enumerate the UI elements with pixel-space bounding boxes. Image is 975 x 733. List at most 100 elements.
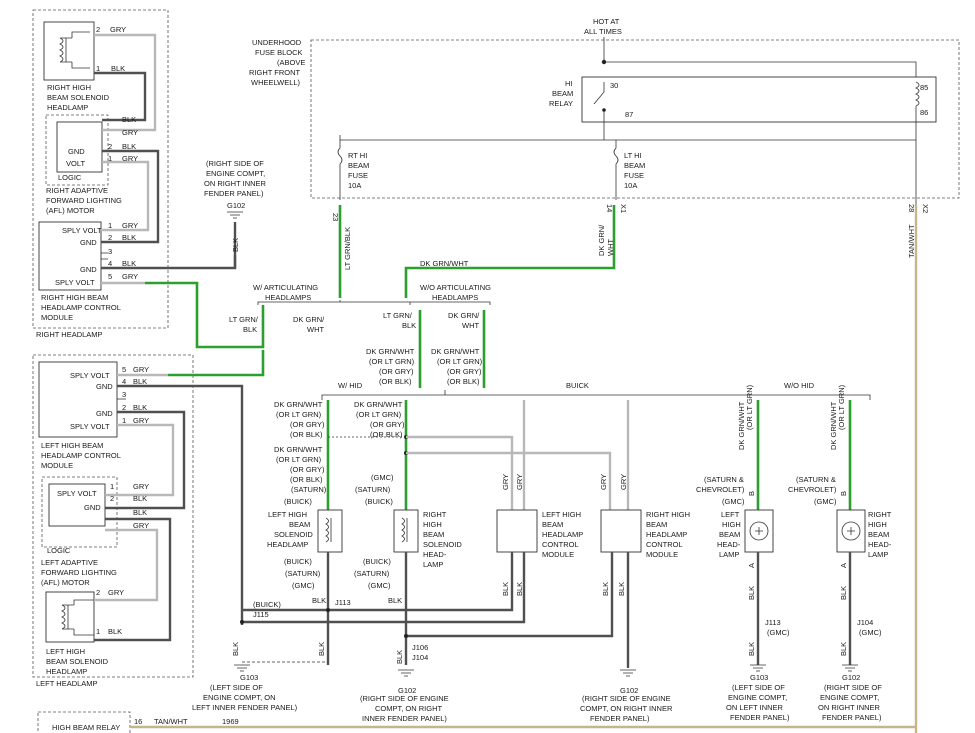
left-afl-gnd: GND: [84, 503, 101, 512]
g103-blk-2: BLK: [317, 642, 326, 656]
svg-text:SOLENOID: SOLENOID: [423, 540, 462, 549]
left-wire-blk-2: [105, 410, 186, 510]
tan-wht-bottom-label: TAN/WHT: [154, 717, 188, 726]
right-solenoid-coil-icon: [59, 31, 90, 69]
alt-colors-mid-right: DK GRN/WHT (OR LT GRN) (OR GRY) (OR BLK): [431, 347, 483, 386]
lt-grn-blk-label-1a: LT GRN/: [229, 315, 259, 324]
right-headlamp-boundary: [32, 9, 169, 329]
ground-icon-g103-hid: [750, 664, 766, 672]
left-wire-gry-afl: [94, 528, 159, 602]
right-hid-control-box: [600, 509, 642, 553]
svg-text:FENDER PANEL): FENDER PANEL): [730, 713, 790, 722]
relay-coil-icon: [915, 81, 920, 205]
svg-text:DK GRN/WHT: DK GRN/WHT: [366, 347, 415, 356]
splice-j115: J115: [253, 610, 269, 619]
wire-dk-grn-wht-lt: [404, 205, 616, 298]
lhid-gmc-b: (GMC): [767, 628, 790, 637]
left-wire-blk-afl: [94, 517, 172, 642]
rctrl-blk-1: BLK: [601, 582, 610, 596]
lt-grn-blk-label-1b: BLK: [243, 325, 257, 334]
right-blk-label-5: BLK: [122, 259, 136, 268]
lsol-buick: (BUICK): [284, 497, 312, 506]
rsol-blk: BLK: [388, 596, 402, 605]
hi-beam-relay-box: [581, 76, 937, 123]
left-pin-5: 5: [122, 365, 126, 374]
left-gry-label-2: GRY: [133, 416, 149, 425]
rsol-gmc: (GMC): [371, 473, 394, 482]
left-ctrl-label-1: LEFT HIGH BEAM: [41, 441, 103, 450]
label-buick: BUICK: [566, 381, 589, 390]
svg-text:(OR GRY): (OR GRY): [447, 367, 482, 376]
fuse-pin-28: 28: [907, 204, 916, 212]
right-solenoid-box: [43, 21, 95, 81]
left-hid-solenoid-box: [317, 509, 343, 553]
rt-hi-beam-fuse-icon: [337, 140, 343, 200]
g102-note-4: FENDER PANEL): [204, 189, 264, 198]
right-ctrl-sply-volt-1: SPLY VOLT: [62, 226, 102, 235]
svg-text:BEAM: BEAM: [542, 520, 563, 529]
right-gry-label-4: GRY: [122, 221, 138, 230]
wo-articulating-2: HEADLAMPS: [432, 293, 478, 302]
rctrl-label: RIGHT HIGH BEAM HEADLAMP CONTROL MODULE: [646, 510, 690, 559]
g102-mid-blk: BLK: [395, 650, 404, 664]
lsol-gmc: (GMC): [292, 581, 315, 590]
left-solenoid-label-2: BEAM SOLENOID: [46, 657, 109, 666]
g102-note-1: (RIGHT SIDE OF: [206, 159, 264, 168]
alt-colors-w-hid-3: DK GRN/WHT (OR LT GRN) (OR GRY) (OR BLK): [354, 400, 405, 439]
right-blk-label-1: BLK: [111, 64, 125, 73]
lhid-gmc: (GMC): [722, 497, 745, 506]
svg-text:ENGINE COMPT, ON: ENGINE COMPT, ON: [203, 693, 276, 702]
left-pin-2b: 2: [110, 494, 114, 503]
right-ctrl-sply-volt-2: SPLY VOLT: [55, 278, 95, 287]
lhid-or-wht: (OR LT GRN): [745, 384, 754, 430]
hot-at-label-1: HOT AT: [593, 17, 620, 26]
wire-label-lt-grn-blk: LT GRN/BLK: [343, 227, 352, 270]
svg-text:(OR LT GRN): (OR LT GRN): [356, 410, 402, 419]
svg-text:DK GRN/WHT: DK GRN/WHT: [274, 400, 323, 409]
right-hid-solenoid-box: [393, 509, 419, 553]
right-gry-label-3: GRY: [122, 154, 138, 163]
right-control-module-box: [38, 221, 102, 291]
lsol-saturn-b: (SATURN): [285, 569, 321, 578]
rhid-saturn-chev-1: (SATURN &: [796, 475, 836, 484]
wire-blk-rctrl-1: [406, 552, 614, 638]
wire-gry-thin-1: [406, 435, 514, 552]
relay-label-2: BEAM: [552, 89, 573, 98]
rctrl-gry-2: GRY: [619, 474, 628, 490]
right-hid-lamp-icon: [841, 521, 861, 541]
lhid-pin-a: A: [747, 563, 756, 568]
svg-text:ON LEFT INNER: ON LEFT INNER: [726, 703, 784, 712]
svg-text:(OR LT GRN): (OR LT GRN): [369, 357, 415, 366]
left-afl-sply: SPLY VOLT: [57, 489, 97, 498]
right-gry-label-1: GRY: [110, 25, 126, 34]
right-solenoid-label-2: BEAM SOLENOID: [47, 93, 110, 102]
g102-right-label: G102: [620, 686, 638, 695]
ground-icon-g102-hid: [842, 664, 858, 672]
svg-text:(OR BLK): (OR BLK): [379, 377, 412, 386]
left-pin-1c: 1: [96, 627, 100, 636]
right-ctrl-label-1: RIGHT HIGH BEAM: [41, 293, 108, 302]
relay-pin-87: 87: [625, 110, 633, 119]
ground-icon-g102-mid: [398, 669, 414, 677]
lsol-label-2: BEAM: [289, 520, 310, 529]
svg-text:(OR GRY): (OR GRY): [379, 367, 414, 376]
svg-text:(OR BLK): (OR BLK): [290, 475, 323, 484]
left-pin-1b: 1: [110, 482, 114, 491]
g102-note-2: ENGINE COMPT,: [206, 169, 265, 178]
svg-text:LAMP: LAMP: [719, 550, 739, 559]
svg-text:MODULE: MODULE: [542, 550, 574, 559]
right-afl-label-2: FORWARD LIGHTING: [46, 196, 122, 205]
svg-text:(OR LT GRN): (OR LT GRN): [276, 455, 322, 464]
lsol-label-4: HEADLAMP: [267, 540, 308, 549]
svg-text:CONTROL: CONTROL: [646, 540, 683, 549]
right-wire-pin3: [101, 252, 108, 260]
svg-text:HEADLAMP: HEADLAMP: [646, 530, 687, 539]
left-solenoid-coil-icon: [61, 599, 94, 636]
wire-label-tan-wht: TAN/WHT: [907, 224, 916, 258]
rsol-saturn-b: (SATURN): [354, 569, 390, 578]
fuse-conn-x1: X1: [619, 204, 628, 213]
right-ctrl-label-2: HEADLAMP CONTROL: [41, 303, 121, 312]
lctrl-blk-1: BLK: [501, 582, 510, 596]
alt-colors-mid-left: DK GRN/WHT (OR LT GRN) (OR GRY) (OR BLK): [366, 347, 415, 386]
wire-label-dk-grn-wht-1: DK GRN/: [597, 224, 606, 256]
